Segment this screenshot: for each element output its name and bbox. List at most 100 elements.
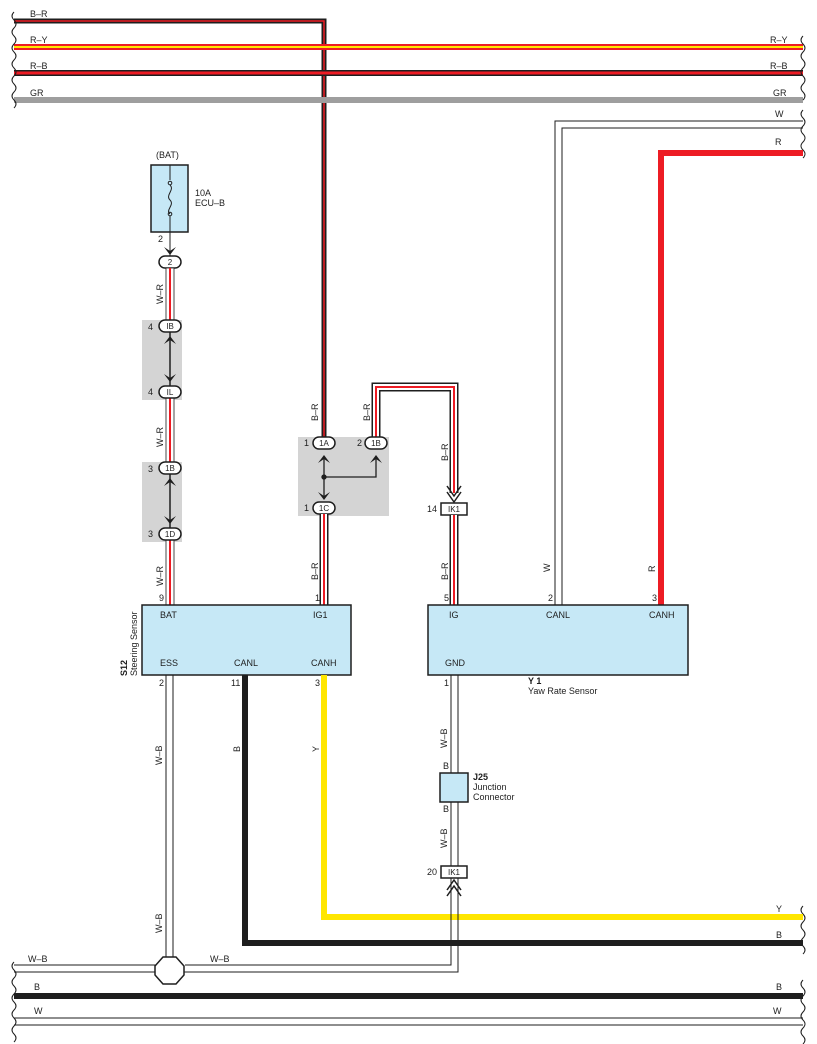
s12-bat-label: BAT [160,610,177,620]
1d-arrow-icon [164,516,176,524]
wire-w-canl [554,120,803,605]
connector-1d-label: 1D [165,530,175,539]
j25-line1: Junction [473,782,507,792]
s12-canh-label: CANH [311,658,337,668]
connector-1a-label: 1A [319,439,329,448]
wire-label-w-b-ess-1: W–B [154,745,164,765]
pin-1b-right: 2 [357,438,362,448]
s12-pin-ig1: 1 [315,593,320,603]
fuse-icon [167,165,173,232]
connector-ik1-bottom-label: IK1 [448,868,461,877]
wire-label-w-b-gnd-2: W–B [439,828,449,848]
connector-ib-label: IB [166,322,174,331]
wire-label-w-b-gnd-1: W–B [439,728,449,748]
bus-label-gr-left: GR [30,88,44,98]
wire-label-w-r-2: W–R [155,427,165,448]
y1-pin-ig: 5 [444,593,449,603]
ik1-bottom-arrow-icon [446,878,462,897]
1c-arrow-icon [318,492,330,500]
bus-label-r-b-right: R–B [770,61,788,71]
y1-code: Y 1 [528,676,541,686]
steering-sensor-box [141,604,352,676]
wire-y-canh [321,675,803,920]
y1-canl-label: CANL [546,610,570,620]
connector-il-label: IL [167,388,174,397]
wire-w-b-bus [14,964,158,973]
y1-gnd-label: GND [445,658,466,668]
connector-1b-right [364,436,388,450]
wire-w-bottom [14,1017,803,1026]
wire-b-r-top [14,18,327,603]
connector-1a [312,436,336,450]
bus-label-w-b-mid: W–B [210,954,230,964]
wire-b-canl [242,675,803,946]
wire-label-b-r-ik1: B–R [440,443,450,461]
j25-pin-bottom: B [443,804,449,814]
wire-label-b-r-ig: B–R [440,562,450,580]
wire-label-b-r-ig1: B–R [310,562,320,580]
bus-label-b-r: B–R [30,9,48,19]
pin-ik1-bottom: 20 [427,867,437,877]
ground-splice-icon [154,956,185,985]
pin-il: 4 [148,387,153,397]
y1-pin-canl: 2 [548,593,553,603]
wire-b-r-loop [371,382,459,493]
s12-canl-label: CANL [234,658,258,668]
y1-pin-canh: 3 [652,593,657,603]
wire-label-b-canl: B [232,746,242,752]
s12-pin-canl: 11 [231,678,240,688]
wire-w-b-ess [165,675,174,957]
connector-ib [158,319,182,333]
wire-w-r-bat [165,267,175,606]
bus-label-r-y-right: R–Y [770,35,788,45]
bus-label-b-right: B [776,982,782,992]
s12-name: Steering Sensor [129,611,139,676]
pin-ik1-top: 14 [427,504,437,514]
splice-1a-1b-1c [321,458,377,498]
connector-1b-left [158,461,182,475]
s12-code: S12 [119,660,129,676]
pin-1b-left: 3 [148,464,153,474]
j25-line2: Connector [473,792,515,802]
y1-name: Yaw Rate Sensor [528,686,597,696]
connector-1b-left-label: 1B [165,464,175,473]
ik1-top-arrow-icon [446,485,462,504]
wire-r-canh [658,150,803,605]
wire-label-w-canl: W [542,563,552,572]
wire-label-b-r-1b: B–R [362,403,372,421]
bus-label-gr-right: GR [773,88,787,98]
1b-right-arrow-icon [370,455,382,463]
wire-label-y-canh: Y [311,746,321,752]
1a-arrow-icon [318,455,330,463]
bus-label-r-y-left: R–Y [30,35,48,45]
ib-arrow-icon [164,336,176,344]
connector-ik1-top-label: IK1 [448,505,461,514]
1b-left-arrow-icon [164,478,176,486]
wire-label-r-canh: R [647,565,657,572]
bus-label-w: W [775,109,784,119]
fuse-arrow-icon [164,247,176,255]
bus-label-w-left: W [34,1006,43,1016]
fuse-name: ECU–B [195,198,225,208]
pin-1a: 1 [304,438,309,448]
connector-1c-label: 1C [319,504,329,513]
connector-1d [158,527,182,541]
j25-pin-top: B [443,761,449,771]
break-marks-left [11,11,17,1043]
bus-label-r-b-left: R–B [30,61,48,71]
s12-pin-canh: 3 [315,678,320,688]
s12-pin-ess: 2 [159,678,164,688]
connector-ik1-bottom [440,865,468,879]
y1-ig-label: IG [449,610,459,620]
connector-2-label: 2 [168,258,173,267]
pin-ib: 4 [148,322,153,332]
s12-ess-label: ESS [160,658,178,668]
pin-1c: 1 [304,503,309,513]
connector-il [158,385,182,399]
s12-pin-bat: 9 [159,593,164,603]
pin-1d: 3 [148,529,153,539]
junction-connector-j25 [439,772,469,803]
j25-code: J25 [473,772,488,782]
connector-1b-right-label: 1B [371,439,381,448]
